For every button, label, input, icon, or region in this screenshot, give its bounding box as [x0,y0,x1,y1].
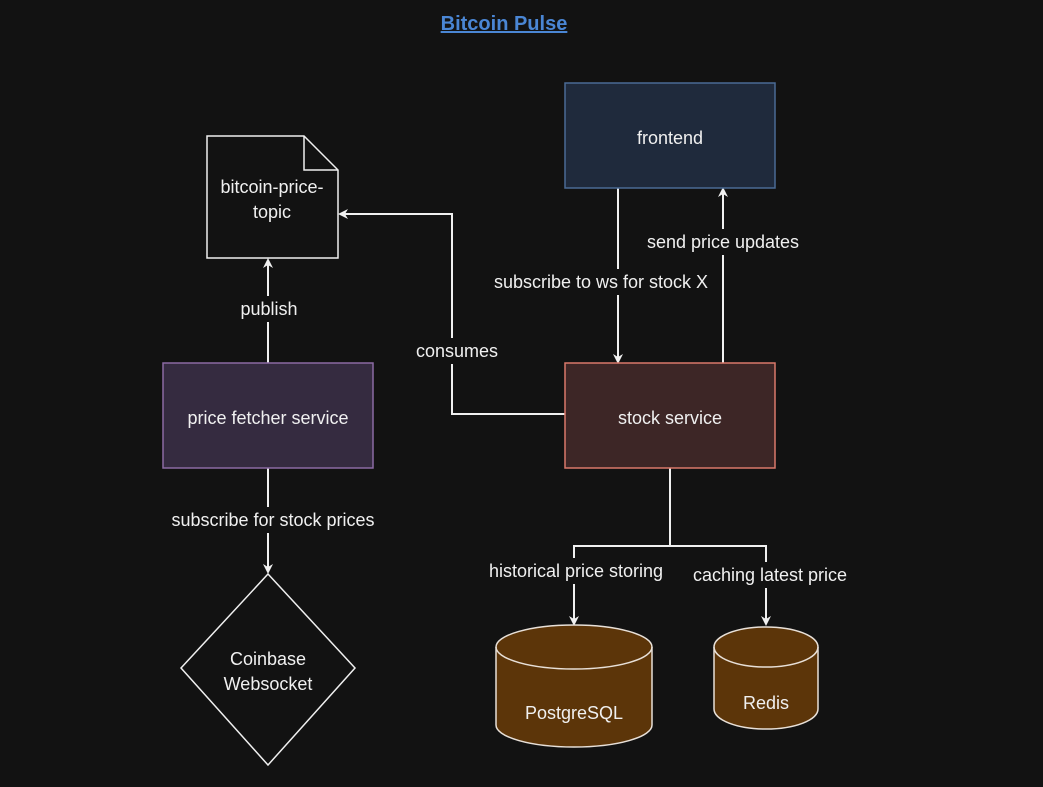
frontend-node[interactable]: frontend [564,82,776,189]
edge-label-subscribe-prices: subscribe for stock prices [171,510,374,530]
redis-cylinder-top [714,627,818,667]
stock-service-box [565,363,775,468]
stock-service-node[interactable]: stock service [564,362,776,469]
topic-label-line2: topic [253,202,291,222]
frontend-label: frontend [637,128,703,148]
postgres-node[interactable]: PostgreSQL [495,624,653,748]
coinbase-label-line2: Websocket [224,674,313,694]
edge-label-caching: caching latest price [693,565,847,585]
frontend-border [564,82,776,189]
stock-service-label: stock service [618,408,722,428]
postgres-cylinder-outline [495,647,653,748]
edge-label-subscribe-ws: subscribe to ws for stock X [494,272,708,292]
edge-label-consumes: consumes [416,341,498,361]
title-link[interactable]: Bitcoin Pulse [441,13,568,35]
edge-label-send-updates: send price updates [647,232,799,252]
price-fetcher-border [162,362,374,469]
topic-fold-corner [303,136,338,171]
redis-label: Redis [743,693,789,713]
redis-cylinder-body [714,647,818,729]
coinbase-diamond [181,574,355,765]
edge-label-publish: publish [240,299,297,319]
price-fetcher-box [163,363,373,468]
postgres-cylinder-top [496,625,652,669]
stock-service-border [564,362,776,469]
price-fetcher-label: price fetcher service [187,408,348,428]
edge-historical [569,468,671,626]
topic-node[interactable]: bitcoin-price- topic [206,135,339,259]
frontend-box [565,83,775,188]
topic-document-shape [207,136,338,258]
edge-consumes [338,209,565,415]
edge-caching [670,545,771,626]
postgres-cylinder-body [496,647,652,747]
postgres-label: PostgreSQL [525,703,623,723]
edge-label-historical: historical price storing [489,561,663,581]
redis-cylinder-rim [713,626,819,668]
coinbase-label-line1: Coinbase [230,649,306,669]
topic-label-line1: bitcoin-price- [220,177,323,197]
edge-labels: publish consumes subscribe to ws for sto… [160,229,856,588]
redis-cylinder-outline [713,647,819,730]
topic-document-border [206,135,339,259]
coinbase-node[interactable]: Coinbase Websocket [179,572,357,767]
diagram-title[interactable]: Bitcoin Pulse [441,13,568,35]
redis-node[interactable]: Redis [713,626,819,730]
coinbase-diamond-border [179,572,357,767]
postgres-cylinder-rim [495,624,653,670]
price-fetcher-node[interactable]: price fetcher service [162,362,374,469]
